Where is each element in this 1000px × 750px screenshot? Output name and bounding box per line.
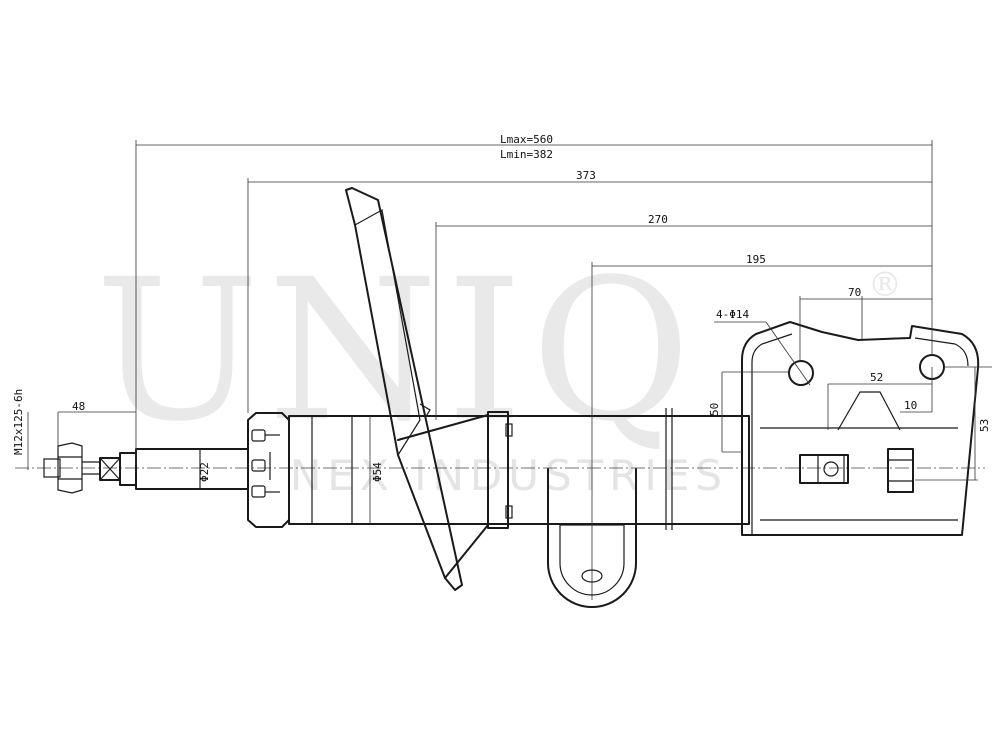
dim-270: 270	[648, 213, 668, 226]
watermark-registered-mark: ®	[868, 265, 902, 305]
dim-body-diameter: Φ54	[371, 462, 384, 482]
dim-70: 70	[848, 286, 861, 299]
dim-195: 195	[746, 253, 766, 266]
dim-50: 50	[708, 403, 721, 416]
dim-lmin: Lmin=382	[500, 148, 553, 161]
extension-lines	[27, 140, 933, 600]
dim-52: 52	[870, 371, 883, 384]
dimension-labels: Lmax=560 Lmin=382 373 270 195 70 4-Φ14 5…	[12, 133, 991, 482]
dim-48: 48	[72, 400, 85, 413]
knuckle-bracket	[741, 321, 980, 536]
dim-rod-diameter: Φ22	[198, 462, 211, 482]
clamp-collar	[487, 411, 513, 529]
watermark: UNIQ ® NEX INDUSTRIES	[95, 237, 902, 500]
dim-thread: M12x125-6h	[12, 389, 25, 455]
watermark-tagline: NEX INDUSTRIES	[290, 451, 728, 500]
dim-373: 373	[576, 169, 596, 182]
dim-holes: 4-Φ14	[716, 308, 749, 321]
dim-53: 53	[978, 419, 991, 432]
main-tube	[288, 415, 750, 525]
mount-hole-1	[788, 360, 814, 386]
dimension-lines	[57, 144, 992, 524]
dim-10: 10	[904, 399, 917, 412]
watermark-brand: UNIQ	[95, 237, 699, 464]
dim-lmax: Lmax=560	[500, 133, 553, 146]
